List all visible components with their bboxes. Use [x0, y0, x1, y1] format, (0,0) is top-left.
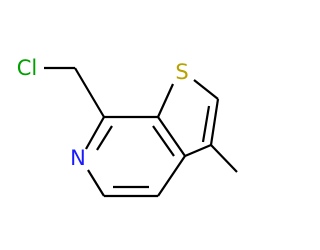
- bond-c2-c3: [209, 98, 220, 146]
- bond-c7-n: [85, 116, 105, 150]
- bond-ch2-c7: [74, 67, 105, 118]
- bond-c7-n-inner: [96, 125, 113, 151]
- atom-nitrogen-label: N: [70, 146, 86, 170]
- atom-chlorine-label: Cl: [17, 56, 38, 80]
- bond-c2-c3-inner: [201, 105, 211, 143]
- atom-sulfur-label: S: [175, 60, 188, 84]
- bond-c4-c3a: [157, 155, 186, 197]
- bond-c3-ch3: [210, 144, 238, 173]
- bond-c3a-c7a: [157, 116, 186, 157]
- bond-c7a-s: [156, 83, 175, 118]
- bond-n-c5: [87, 169, 105, 197]
- molecule-structure: Cl S N: [17, 56, 238, 198]
- bond-c3a-c7a-inner: [152, 125, 175, 157]
- bond-s-c2: [193, 79, 219, 100]
- bond-c3-c3a: [184, 143, 212, 158]
